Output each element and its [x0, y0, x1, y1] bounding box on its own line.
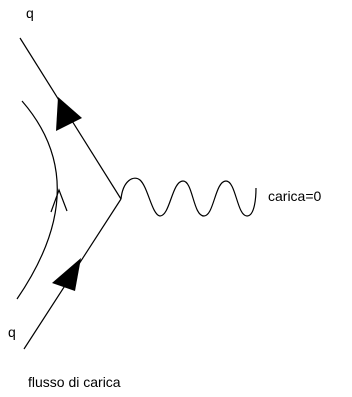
photon-charge-label: carica=0 [268, 188, 322, 204]
fermion-arrow-bottom-icon [52, 258, 81, 291]
charge-label-bottom: q [8, 324, 16, 340]
charge-flow-label: flusso di carica [28, 374, 121, 390]
charge-label-top: q [26, 5, 34, 21]
flow-arrow-icon [50, 188, 68, 213]
fermion-arrow-top-icon [56, 97, 82, 131]
photon-wavy-line [120, 177, 257, 217]
charge-flow-arc [16, 100, 58, 300]
